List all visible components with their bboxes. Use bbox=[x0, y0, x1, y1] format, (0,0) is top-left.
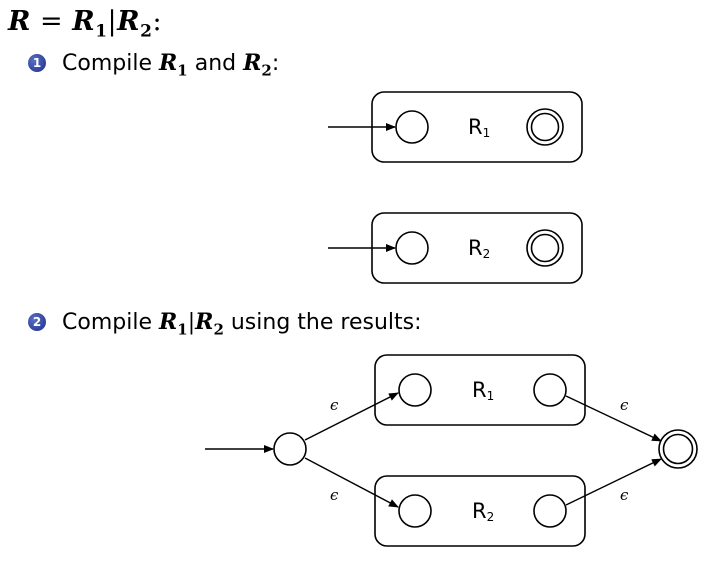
nfa-union-r2-label: R2 bbox=[472, 499, 494, 524]
title-r1-sub: 1 bbox=[95, 21, 108, 42]
nfa-r2-accept-state-outer bbox=[526, 229, 564, 267]
title-r2-sub: 2 bbox=[140, 21, 153, 42]
step-1-r2: R bbox=[243, 50, 262, 76]
nfa-r1-start-state bbox=[395, 110, 429, 144]
step-1-badge: 1 bbox=[28, 54, 46, 72]
nfa-union-eps-edge-2 bbox=[304, 457, 399, 508]
nfa-r2-accept-state-inner bbox=[530, 233, 560, 263]
nfa-union-eps-label-3: ϵ bbox=[620, 396, 629, 414]
nfa-union-accept-state-inner bbox=[662, 433, 694, 465]
nfa-r1: R1 bbox=[328, 91, 583, 163]
nfa-union-eps-label-1: ϵ bbox=[330, 396, 339, 414]
title-lhs: R bbox=[8, 6, 31, 37]
slide-title: R = R1|R2: bbox=[8, 6, 162, 41]
title-r1: R bbox=[72, 6, 96, 37]
nfa-r2-label: R2 bbox=[468, 236, 490, 261]
nfa-union-eps-label-4: ϵ bbox=[620, 486, 629, 504]
step-2-text-b: using the results: bbox=[223, 310, 422, 335]
nfa-union-r2-end-state bbox=[533, 494, 567, 528]
title-bar: | bbox=[107, 6, 118, 37]
nfa-union-r1-label: R1 bbox=[472, 378, 494, 403]
nfa-union-r1-box bbox=[374, 354, 586, 426]
nfa-union-r1-start-state bbox=[398, 373, 432, 407]
nfa-union-eps-edge-1 bbox=[304, 392, 399, 441]
step-1-text-a: Compile bbox=[62, 51, 159, 76]
nfa-r1-accept-state-inner bbox=[530, 112, 560, 142]
step-2-r2-sub: 2 bbox=[213, 320, 224, 339]
step-1-r1-sub: 1 bbox=[177, 61, 188, 80]
title-equals: = bbox=[30, 6, 73, 37]
nfa-r1-accept-state-outer bbox=[526, 108, 564, 146]
nfa-union-start-state bbox=[273, 432, 307, 466]
step-1-colon: : bbox=[271, 51, 280, 76]
title-r2: R bbox=[117, 6, 141, 37]
nfa-union-accept-state-outer bbox=[658, 429, 698, 469]
step-2-bar: | bbox=[187, 310, 196, 335]
title-colon: : bbox=[152, 6, 163, 37]
nfa-union-eps-edge-3 bbox=[565, 395, 662, 442]
step-2-r2: R bbox=[195, 309, 214, 335]
nfa-union-r1-end-state bbox=[533, 373, 567, 407]
nfa-union: R1 R2 ϵ ϵ ϵ ϵ bbox=[205, 354, 698, 547]
step-2-text-a: Compile bbox=[62, 310, 159, 335]
nfa-union-eps-label-2: ϵ bbox=[330, 486, 339, 504]
step-1-text-b: and bbox=[187, 51, 244, 76]
step-1-r2-sub: 2 bbox=[261, 61, 272, 80]
step-2-r1: R bbox=[158, 309, 178, 335]
step-2-badge: 2 bbox=[28, 313, 46, 331]
nfa-r1-label: R1 bbox=[468, 115, 490, 140]
step-1-r1: R bbox=[158, 50, 178, 76]
step-2-r1-sub: 1 bbox=[177, 320, 188, 339]
nfa-union-r2-box bbox=[374, 475, 586, 547]
nfa-r2-start-state bbox=[395, 231, 429, 265]
nfa-r2: R2 bbox=[328, 212, 583, 284]
nfa-union-eps-edge-4 bbox=[565, 458, 662, 506]
nfa-union-r2-start-state bbox=[398, 494, 432, 528]
